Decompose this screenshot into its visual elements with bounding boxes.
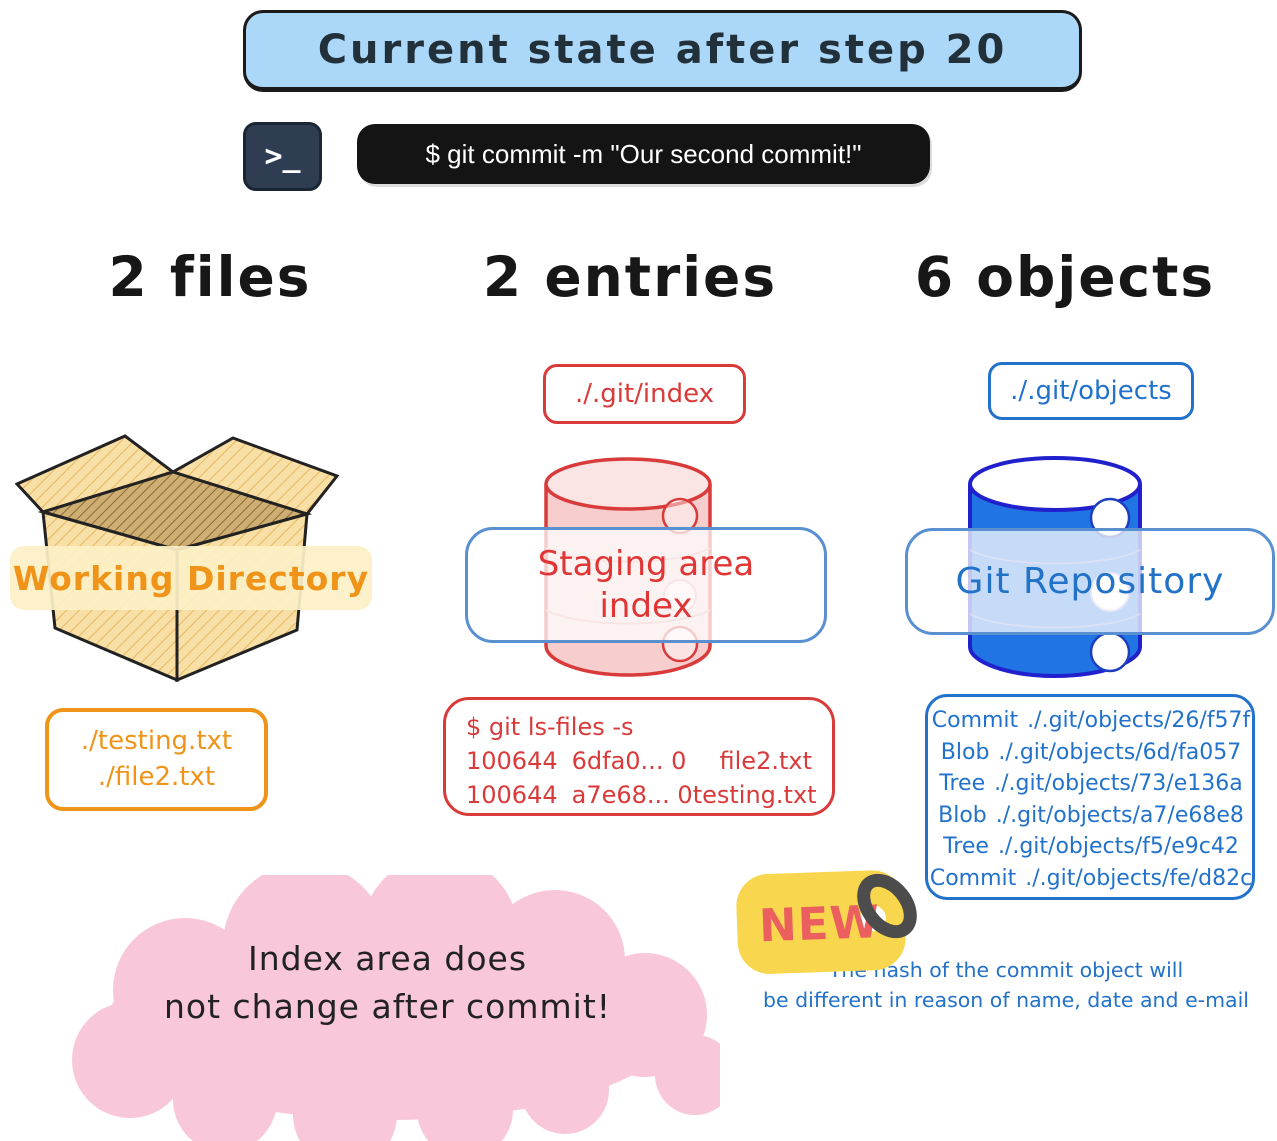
title-banner: Current state after step 20 [243, 10, 1082, 92]
terminal-icon: >_ [243, 122, 322, 191]
new-tag-icon: NEW [736, 870, 917, 974]
header-6-objects: 6 objects [914, 245, 1216, 309]
staging-area-label: Staging area index [465, 527, 827, 643]
header-2-files: 2 files [108, 245, 312, 309]
object-row: Tree ./.git/objects/f5/e9c42 [943, 834, 1239, 859]
page-title: Current state after step 20 [317, 27, 1008, 73]
git-objects-list-box: Commit ./.git/objects/26/f57f Blob ./.gi… [925, 694, 1255, 900]
cloud-note: Index area does not change after commit! [164, 939, 611, 1026]
working-directory-files-box: ./testing.txt ./file2.txt [45, 708, 268, 811]
index-entry-row: 100644 6dfa0... 0 file2.txt [466, 747, 812, 775]
file-testing-txt: ./testing.txt [80, 726, 233, 757]
header-2-entries: 2 entries [482, 245, 778, 309]
object-row: Blob ./.git/objects/a7/e68e8 [938, 802, 1244, 828]
git-objects-path-label: ./.git/objects [988, 362, 1194, 420]
command-bubble: $ git commit -m "Our second commit!" [357, 124, 930, 184]
ls-files-command-line: $ git ls-files -s [466, 713, 634, 741]
object-row: Commit ./.git/objects/26/f57f [931, 708, 1251, 733]
object-row: Commit ./.git/objects/fe/d82c [929, 865, 1253, 891]
index-entry-row: 100644 a7e68... 0 testing.txt [466, 781, 817, 809]
object-row: Blob ./.git/objects/6d/fa057 [940, 739, 1242, 765]
file-file2-txt: ./file2.txt [97, 761, 216, 792]
working-directory-label: Working Directory [10, 546, 372, 610]
git-ls-files-box: $ git ls-files -s 100644 6dfa0... 0 file… [443, 697, 835, 816]
git-index-path-label: ./.git/index [543, 364, 746, 424]
object-row: Tree ./.git/objects/73/e136a [939, 771, 1243, 796]
terminal-prompt-glyph: >_ [264, 139, 301, 174]
git-commit-command: $ git commit -m "Our second commit!" [425, 138, 862, 169]
cloud-shape [72, 875, 720, 1141]
git-repository-label: Git Repository [905, 528, 1275, 635]
